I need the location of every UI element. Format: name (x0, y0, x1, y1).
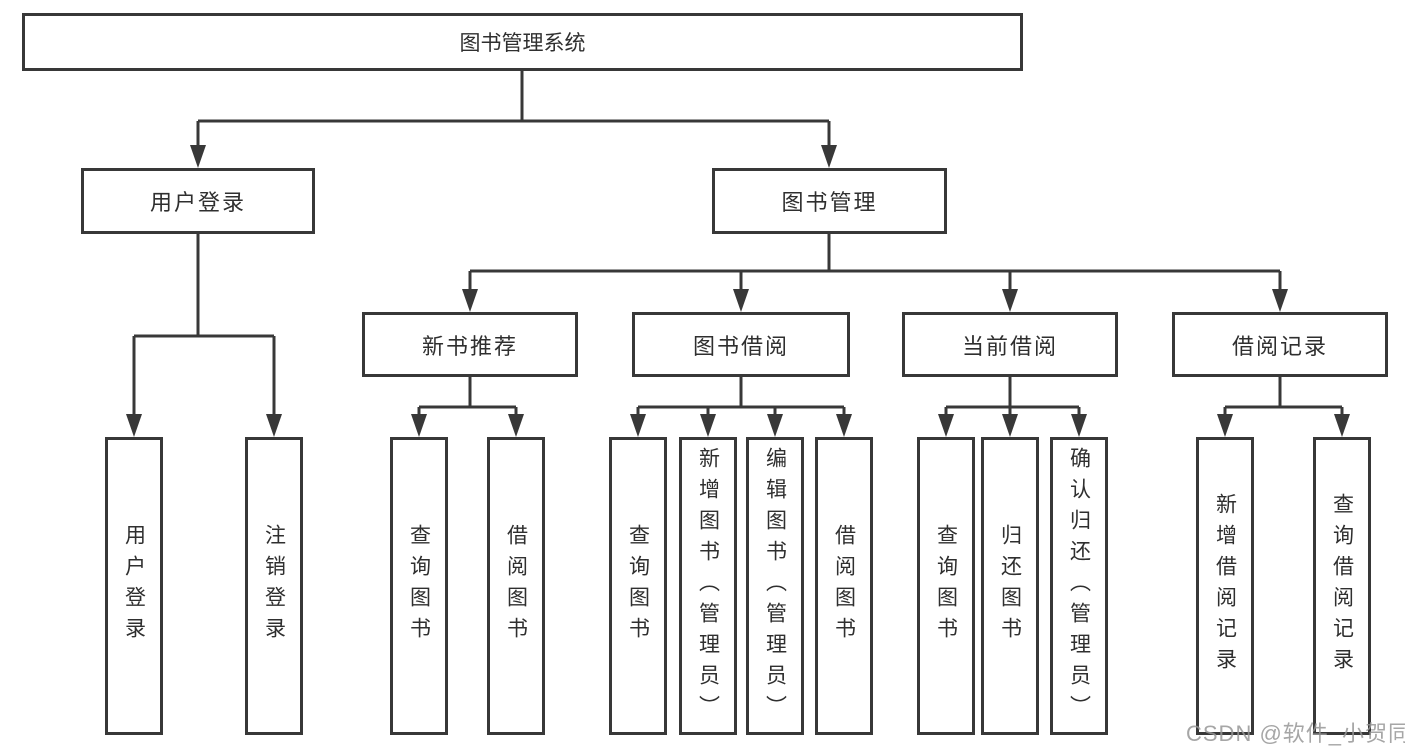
leaf-label: 新增借阅记录 (1213, 493, 1237, 679)
leaf-label: 借阅图书 (832, 524, 856, 648)
node-new-book-recommend: 新书推荐 (362, 312, 578, 377)
leaf-label: 查询图书 (934, 524, 958, 648)
csdn-watermark: CSDN @软件_小贺同学 (1186, 721, 1405, 746)
leaf-return-book: 归还图书 (981, 437, 1039, 735)
leaf-label: 归还图书 (998, 524, 1022, 648)
leaf-borrow-book: 借阅图书 (815, 437, 873, 735)
leaf-borrow-book-recommend: 借阅图书 (487, 437, 545, 735)
leaf-add-book-admin: 新增图书（管理员） (679, 437, 737, 735)
leaf-label: 借阅图书 (504, 524, 528, 648)
node-root: 图书管理系统 (22, 13, 1023, 71)
leaf-label: 查询图书 (407, 524, 431, 648)
node-user-login: 用户登录 (81, 168, 315, 234)
leaf-label: 注销登录 (262, 524, 286, 648)
leaf-label: 查询借阅记录 (1330, 493, 1354, 679)
leaf-query-borrow-record: 查询借阅记录 (1313, 437, 1371, 735)
leaf-add-borrow-record: 新增借阅记录 (1196, 437, 1254, 735)
leaf-query-book-current: 查询图书 (917, 437, 975, 735)
node-borrow-records: 借阅记录 (1172, 312, 1388, 377)
leaf-user-login: 用户登录 (105, 437, 163, 735)
leaf-label: 编辑图书（管理员） (763, 446, 787, 726)
leaf-logout: 注销登录 (245, 437, 303, 735)
node-book-borrow: 图书借阅 (632, 312, 850, 377)
node-current-borrow: 当前借阅 (902, 312, 1118, 377)
node-book-management: 图书管理 (712, 168, 947, 234)
leaf-query-book-borrow: 查询图书 (609, 437, 667, 735)
leaf-label: 新增图书（管理员） (696, 446, 720, 726)
leaf-label: 查询图书 (626, 524, 650, 648)
leaf-confirm-return-admin: 确认归还（管理员） (1050, 437, 1108, 735)
leaf-edit-book-admin: 编辑图书（管理员） (746, 437, 804, 735)
leaf-label: 用户登录 (122, 524, 146, 648)
arrowheads (126, 145, 1350, 437)
leaf-label: 确认归还（管理员） (1067, 446, 1091, 726)
leaf-query-book-recommend: 查询图书 (390, 437, 448, 735)
